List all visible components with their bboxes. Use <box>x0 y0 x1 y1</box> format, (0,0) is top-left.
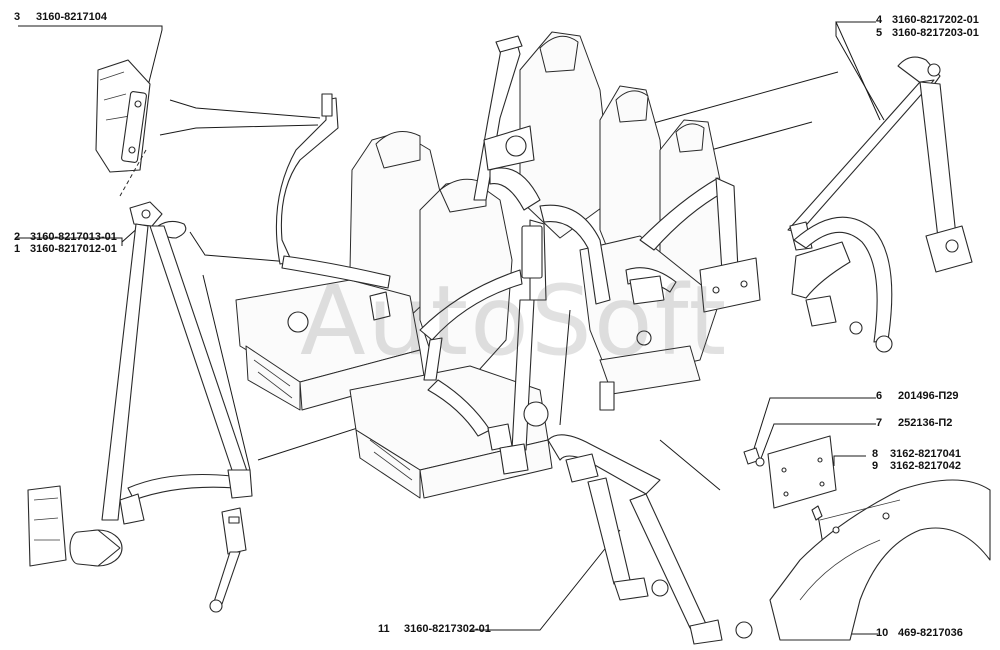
callout-2: 2 3160-8217013-01 <box>14 231 117 244</box>
callout-7: 7 252136-П2 <box>876 417 952 430</box>
callout-number: 10 <box>876 627 889 639</box>
callout-10: 10 469-8217036 <box>876 627 963 640</box>
callout-number: 11 <box>378 623 390 635</box>
part-number: 3160-8217203-01 <box>892 27 979 39</box>
part-number: 3160-8217012-01 <box>30 243 117 255</box>
callout-number: 1 <box>14 243 21 255</box>
seat-belt-straps <box>275 35 761 475</box>
part-number: 3162-8217041 <box>890 448 961 460</box>
callout-number: 3 <box>14 11 21 23</box>
part-number: 252136-П2 <box>898 417 953 429</box>
callout-number: 7 <box>876 417 883 429</box>
part-number: 3160-8217302-01 <box>404 623 491 635</box>
callout-number: 5 <box>876 27 883 39</box>
callout-1: 1 3160-8217012-01 <box>14 243 117 256</box>
part-number: 3160-8217202-01 <box>892 14 979 26</box>
part-number: 3160-8217104 <box>36 11 107 23</box>
callout-9: 9 3162-8217042 <box>872 460 961 473</box>
pillar-mount-bracket <box>95 59 151 197</box>
callout-number: 6 <box>876 390 883 402</box>
wheel-arch-panel <box>769 479 991 641</box>
watermark: AutoSoft <box>300 265 729 377</box>
callout-number: 2 <box>14 231 21 243</box>
callout-number: 9 <box>872 460 879 472</box>
callout-number: 4 <box>876 14 883 26</box>
part-number: 3162-8217042 <box>890 460 961 472</box>
part-number: 3160-8217013-01 <box>30 231 117 243</box>
callout-11: 11 3160-8217302-01 <box>378 623 491 636</box>
front-left-belt-assembly <box>27 201 253 613</box>
callout-5: 5 3160-8217203-01 <box>876 27 979 40</box>
fasteners-and-plate <box>743 435 837 509</box>
part-number: 469-8217036 <box>898 627 963 639</box>
callout-number: 8 <box>872 448 879 460</box>
callout-8: 8 3162-8217041 <box>872 448 961 461</box>
callout-4: 4 3160-8217202-01 <box>876 14 979 27</box>
leader-lines <box>16 21 885 635</box>
center-lower-belt-assembly <box>547 434 753 645</box>
rear-retractor-belt-assembly <box>787 56 973 353</box>
callout-3: 3 3160-8217104 <box>14 11 107 24</box>
callout-6: 6 201496-П29 <box>876 390 959 403</box>
part-number: 201496-П29 <box>898 390 959 402</box>
